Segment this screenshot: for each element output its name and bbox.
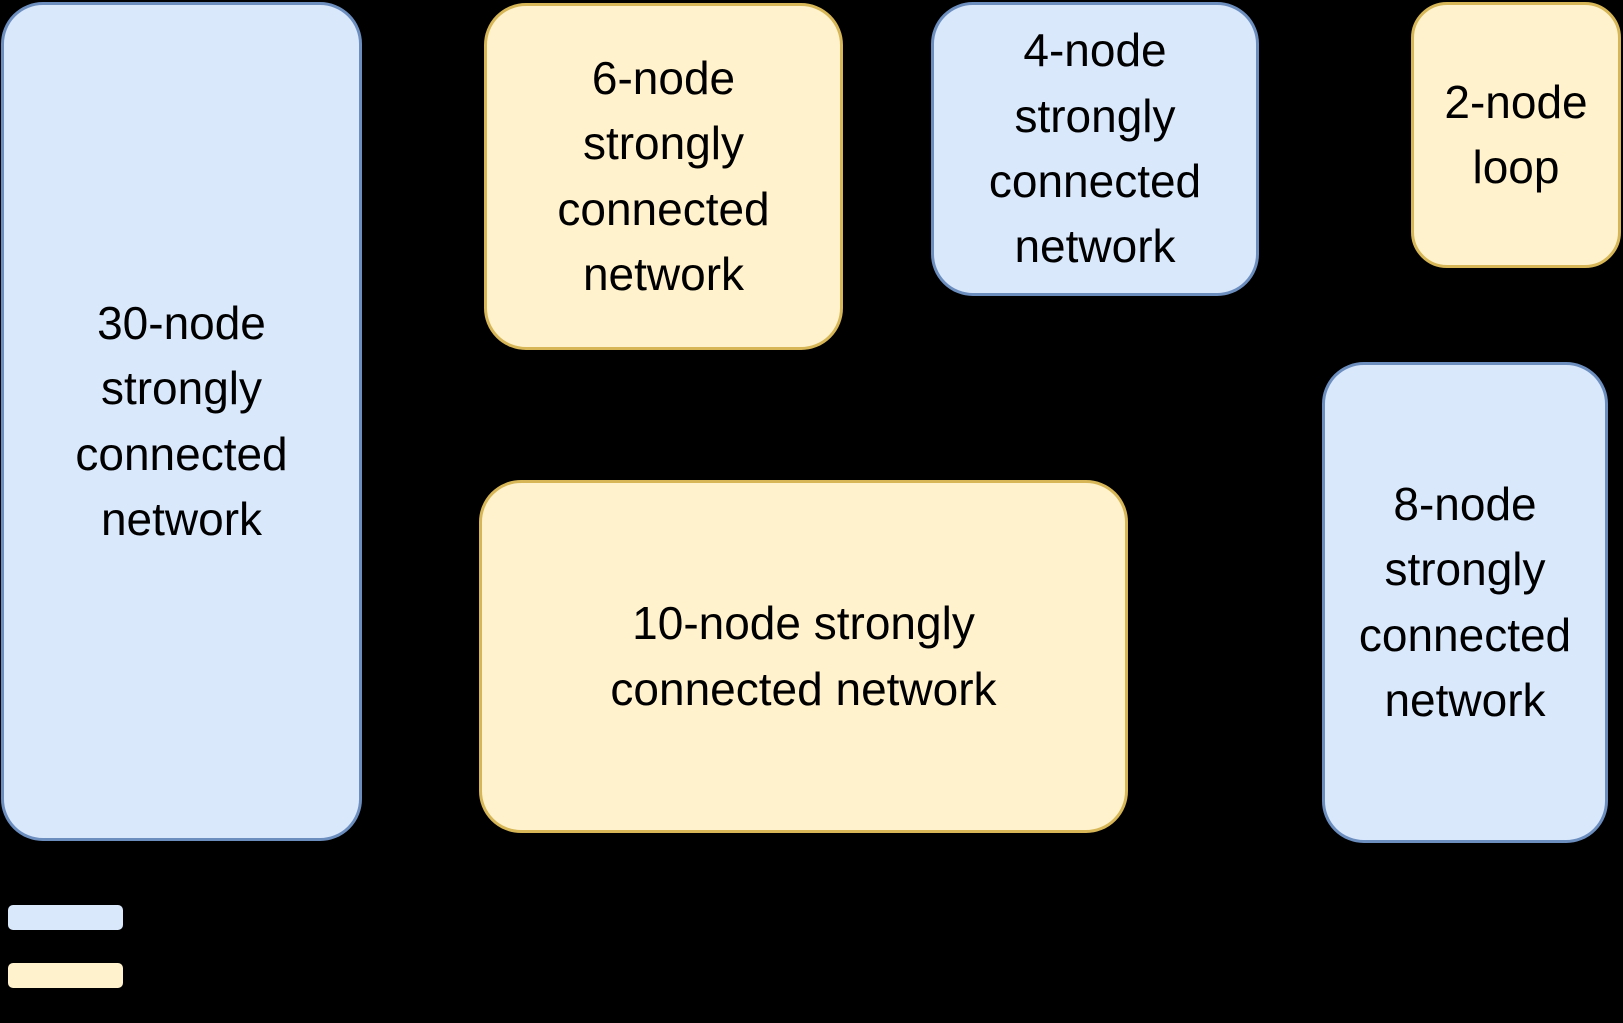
node-2-loop[interactable]: 2-node loop [1411,2,1621,268]
node-10-label: 10-node strongly connected network [610,597,997,715]
legend-swatch-blue[interactable] [5,902,126,933]
node-4-label: 4-node strongly connected network [988,24,1202,273]
node-30-strongly-connected-network[interactable]: 30-node strongly connected network [1,2,362,841]
node-6-strongly-connected-network[interactable]: 6-node strongly connected network [484,3,843,350]
node-4-strongly-connected-network[interactable]: 4-node strongly connected network [931,2,1259,296]
legend-swatch-yellow[interactable] [5,960,126,991]
node-30-label: 30-node strongly connected network [75,296,288,545]
node-8-strongly-connected-network[interactable]: 8-node strongly connected network [1322,362,1608,843]
node-10-strongly-connected-network[interactable]: 10-node strongly connected network [479,480,1128,833]
node-6-label: 6-node strongly connected network [557,51,770,300]
node-2-label: 2-node loop [1444,75,1588,193]
node-8-label: 8-node strongly connected network [1358,477,1572,726]
